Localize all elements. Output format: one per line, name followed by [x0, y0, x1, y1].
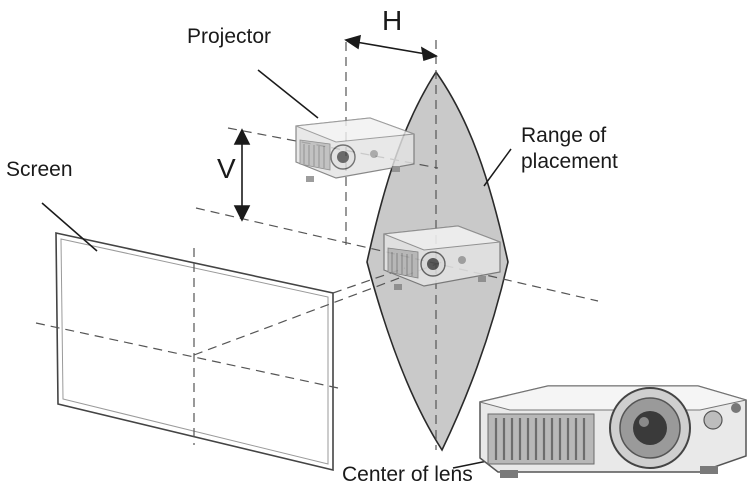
screen-leader	[41, 202, 98, 252]
h-dimension-arrow	[344, 34, 438, 62]
lower-projector	[383, 225, 501, 290]
h-dimension-label: H	[382, 5, 403, 36]
screen	[55, 232, 334, 472]
screen-center-horizontal	[35, 322, 339, 389]
large-projector	[479, 385, 747, 478]
range-of-placement-label-line2: placement	[521, 150, 618, 173]
upper-projector	[295, 117, 415, 182]
v-dimension-label: V	[217, 153, 236, 184]
screen-label: Screen	[6, 158, 73, 181]
range-of-placement-label-line1: Range of	[521, 124, 607, 147]
projector-leader	[257, 69, 319, 119]
range-leader	[483, 148, 512, 187]
large-projector-button	[703, 410, 723, 430]
projector-label: Projector	[187, 25, 272, 48]
v-dimension-arrow	[233, 128, 251, 222]
lower-horizontal-axis	[195, 207, 599, 302]
large-projector-lens	[633, 411, 667, 445]
center-of-lens-label: Center of lens	[342, 463, 473, 486]
